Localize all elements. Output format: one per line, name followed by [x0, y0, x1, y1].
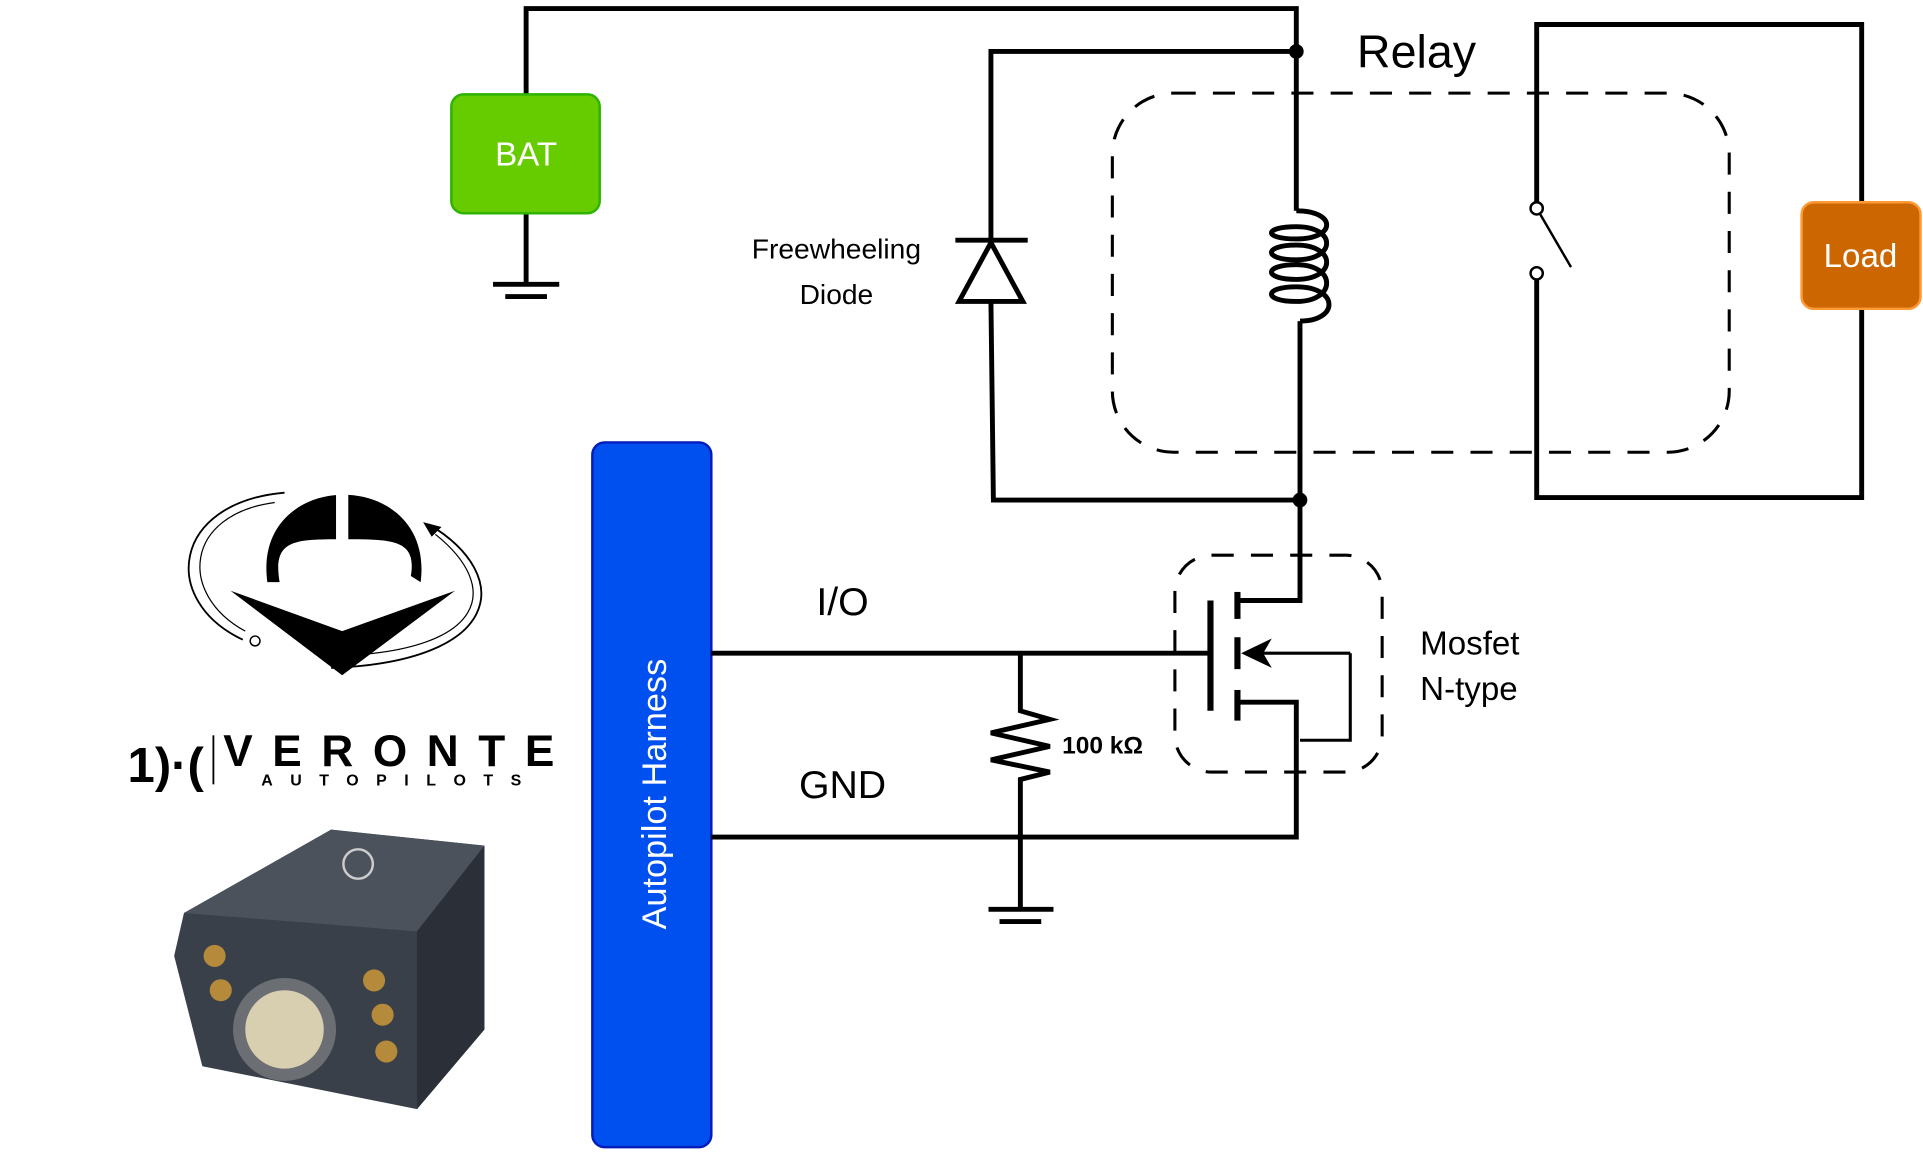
mosfet-label-line1: Mosfet [1420, 625, 1519, 662]
load-wire-bottom [1534, 279, 1865, 501]
diode-icon [954, 237, 1028, 304]
diode-wire-bottom [988, 301, 1300, 503]
relay-label: Relay [1357, 25, 1477, 77]
load-wire-top [1534, 22, 1865, 203]
relay-switch-icon [1529, 200, 1573, 281]
logo-brand: VERONTE [223, 727, 554, 776]
diode-label-line1: Freewheeling [752, 233, 921, 265]
diode-label-line2: Diode [800, 278, 874, 310]
battery-label: BAT [495, 136, 557, 173]
ground-icon [988, 906, 1054, 925]
mosfet-icon [1207, 591, 1352, 742]
load-label: Load [1824, 238, 1898, 275]
gnd-wire [711, 699, 1299, 840]
mosfet-label-line2: N-type [1420, 671, 1518, 708]
resistor-icon [990, 653, 1060, 910]
battery-ground-icon [493, 281, 560, 300]
diode-wire-top [988, 49, 1297, 241]
io-label: I/O [816, 580, 868, 624]
veronte-logo: 1)·( VERONTE AUTOPILOTS [128, 491, 554, 793]
battery-box [450, 93, 601, 215]
gnd-label: GND [799, 763, 886, 807]
resistor-label: 100 kΩ [1062, 733, 1143, 760]
load-box [1800, 200, 1922, 311]
relay-box [1110, 91, 1731, 454]
coil-icon [1269, 208, 1332, 324]
autopilot-harness [591, 441, 713, 1149]
logo-mark: 1)·( [128, 739, 205, 793]
battery-wire [523, 6, 1299, 95]
autopilot-device-image [174, 829, 485, 1110]
harness-label: Autopilot Harness [636, 659, 674, 930]
drain-wire [1238, 321, 1303, 603]
